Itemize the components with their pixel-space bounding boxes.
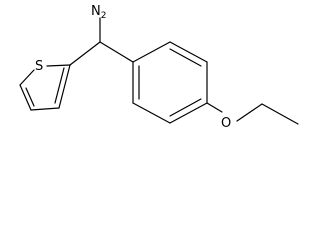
nitrogen-label: N (91, 4, 101, 19)
amine-hydrogen-count: 2 (101, 11, 107, 21)
sulfur-label: S (35, 59, 43, 74)
oxygen-label: O (221, 116, 231, 131)
bond-thiophene-c2-c3-double (54, 67, 65, 104)
bond-ch2-ch3 (261, 103, 299, 125)
bond-benzene-o (206, 102, 223, 113)
atom-labels: N2 S O (35, 4, 231, 131)
bond-thiophene-c4-c5-double (25, 87, 35, 107)
bond-o-ch2 (236, 103, 263, 122)
bond-thiophene-c3-c2 (58, 64, 71, 109)
bond-ch-benzene (99, 41, 134, 63)
bond-thiophene-c2-s (46, 64, 71, 67)
bond-benzene-2-3 (169, 41, 208, 63)
bond-thiophene-c4-c3 (30, 107, 60, 111)
amine-label: N2 (91, 4, 106, 21)
bond-benzene-1-2 (132, 41, 171, 63)
chemical-structure: N2 S O (19, 4, 299, 131)
bond-thiophene-c5-c4 (19, 84, 32, 111)
bond-lines (19, 17, 299, 125)
bond-benzene-inner-b (169, 48, 202, 67)
bond-benzene-inner-c (169, 98, 202, 117)
bond-benzene-4-5 (169, 102, 208, 124)
bond-ch-thiophene (69, 41, 101, 66)
bond-thiophene-s-c5 (19, 69, 35, 86)
bond-benzene-5-6 (132, 102, 171, 124)
